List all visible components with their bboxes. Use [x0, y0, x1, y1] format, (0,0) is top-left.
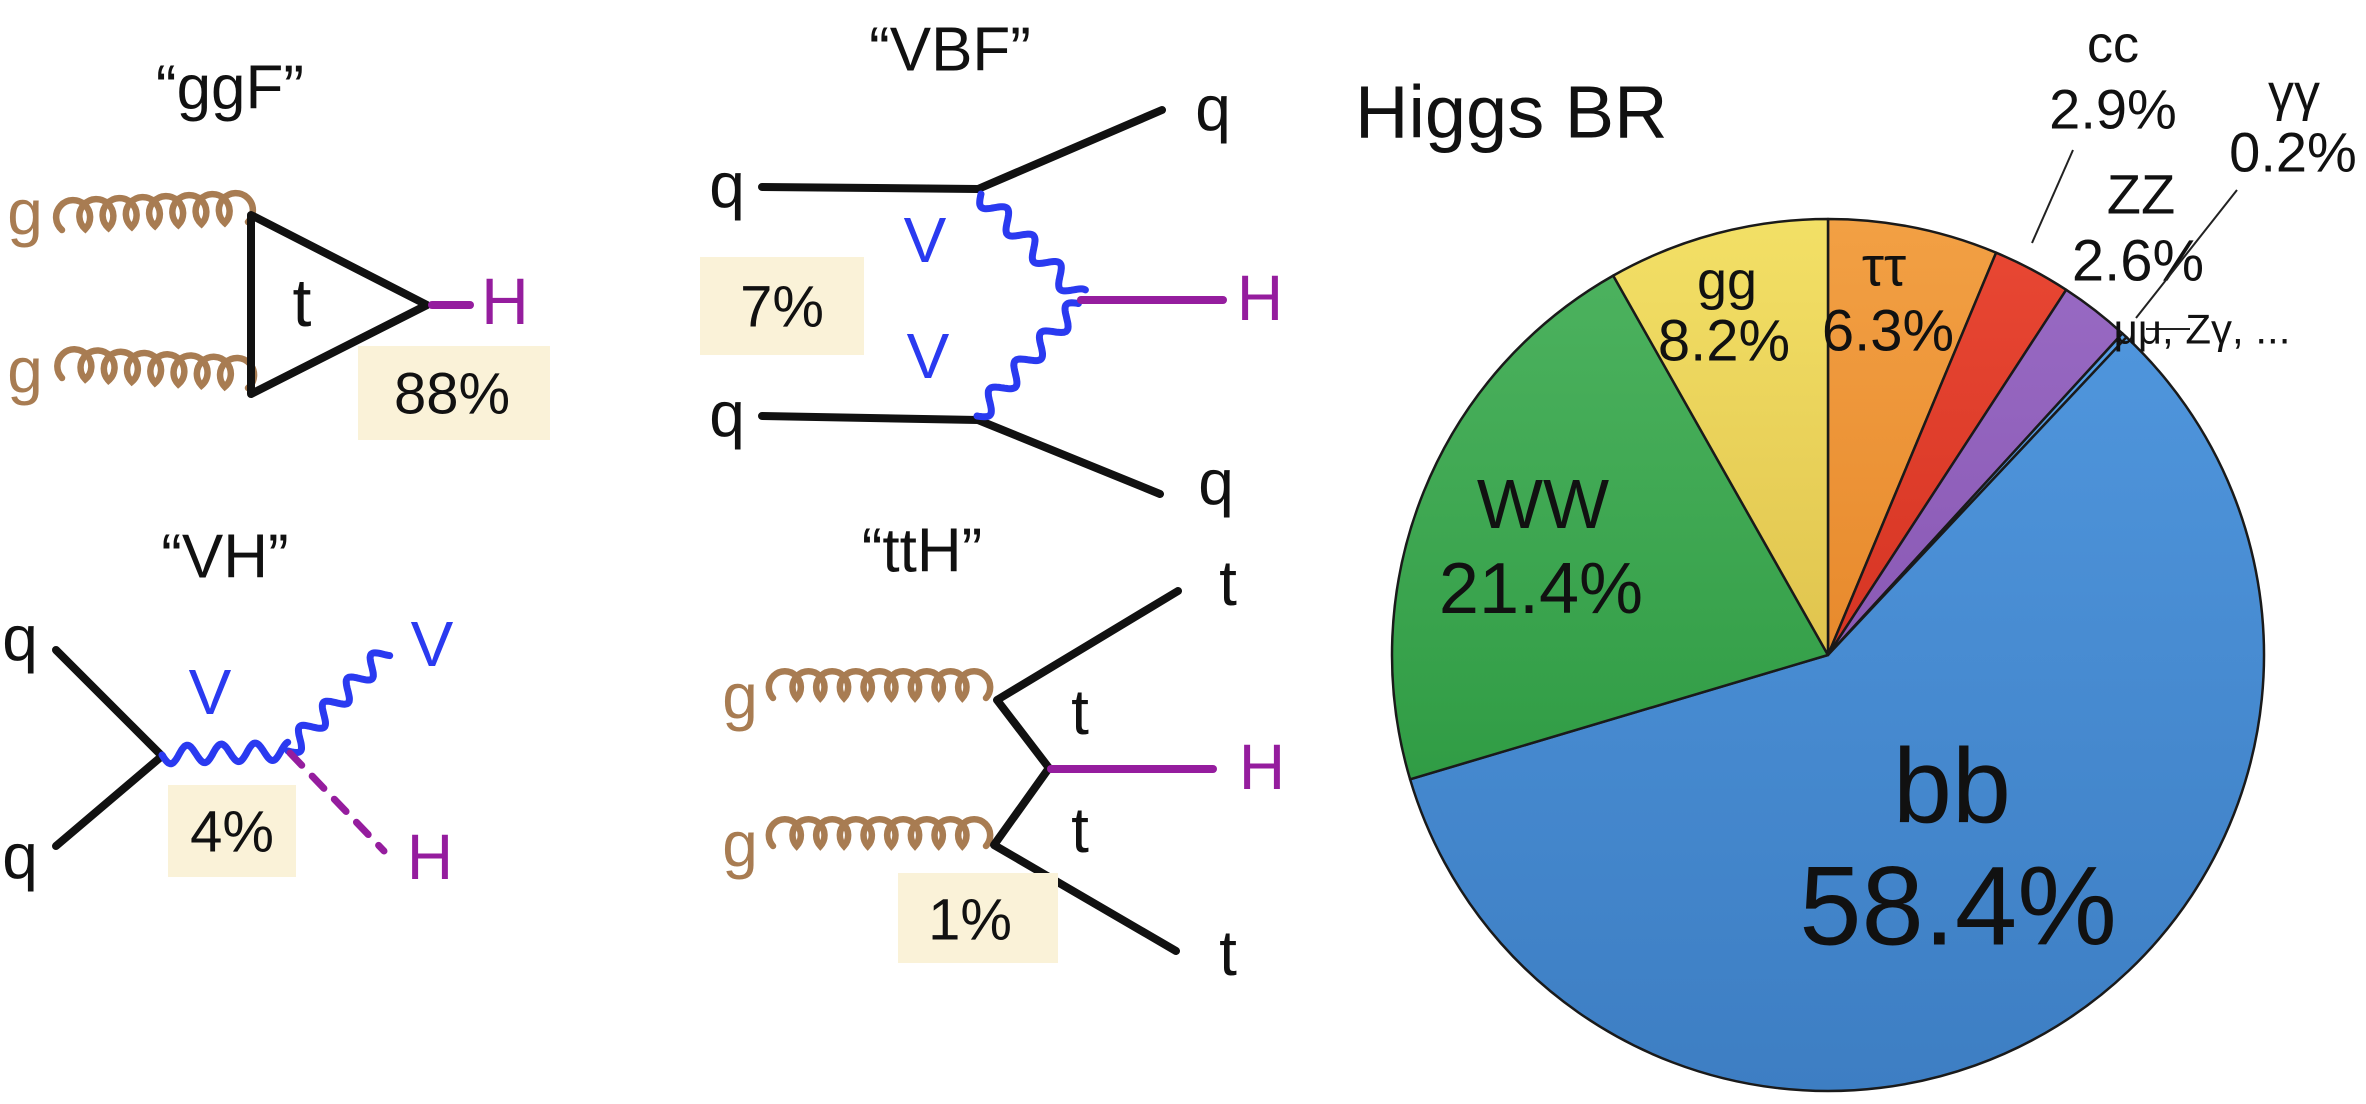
pie-label-bb: bb [1893, 727, 2011, 845]
quark-label: q [2, 602, 38, 674]
quark-label: q [709, 149, 745, 221]
boson-label: V [411, 608, 454, 680]
pie-slice-gg [1611, 217, 1830, 657]
boson-wave [158, 738, 292, 768]
top-label: t [1071, 676, 1089, 748]
share-badge [358, 346, 550, 440]
quark-line [758, 412, 1164, 498]
higgs-label: H [1237, 262, 1283, 334]
gluon-label: g [7, 176, 43, 248]
pie-label-cc: cc [2087, 16, 2139, 74]
pie-pct-ww: 21.4% [1439, 549, 1643, 629]
top-label: t [1219, 917, 1237, 989]
quark-line [52, 646, 166, 760]
leader-line-gammagamma [2135, 189, 2238, 319]
quark-label: q [2, 820, 38, 892]
boson-label: V [904, 204, 947, 276]
share-badge [898, 873, 1058, 963]
pie-pct-gg: 8.2% [1658, 309, 1790, 374]
diagram-vbf: “VBF” q q q q V V H 7% [700, 16, 1283, 518]
boson-wave [284, 649, 394, 757]
pie-pct-zz: 2.6% [2072, 229, 2204, 294]
boson-label: V [907, 320, 950, 392]
top-label: t [1071, 794, 1089, 866]
quark-line [52, 752, 166, 850]
share-value: 7% [740, 275, 824, 340]
chart-title: Higgs BR [1355, 71, 1668, 154]
gluon-label: g [722, 660, 758, 732]
boson-label: V [189, 656, 232, 728]
gluon-coil [765, 668, 994, 703]
share-value: 88% [394, 362, 510, 427]
pie-slice-tautau [1826, 217, 1998, 657]
gluon-coil [765, 816, 994, 851]
share-badge [168, 785, 296, 877]
top-loop-triangle [247, 211, 431, 398]
diagram-title-ggf: “ggF” [156, 54, 304, 123]
loop-particle-label: t [293, 265, 312, 341]
gluon-coil [52, 189, 257, 234]
diagram-title-tth: “ttH” [862, 517, 983, 586]
share-value: 4% [190, 800, 274, 865]
pie-pct-tautau: 6.3% [1822, 299, 1954, 364]
share-badge [700, 257, 864, 355]
share-value: 1% [928, 888, 1012, 953]
boson-wave [973, 299, 1082, 421]
gluon-coil [54, 346, 258, 392]
pie-label-gg: gg [1697, 251, 1757, 311]
pie-slice-bb [1408, 335, 2266, 1093]
pie-pct-gammagamma: 0.2% [2229, 121, 2357, 184]
quark-label: q [1198, 446, 1234, 518]
diagram-title-vbf: “VBF” [869, 16, 1031, 85]
higgs-dashed-line [286, 749, 388, 855]
pie-label-zz: ZZ [2107, 163, 2175, 226]
pie-label-ww: WW [1477, 465, 1609, 543]
pie-pct-bb: 58.4% [1799, 844, 2117, 969]
boson-wave [976, 190, 1089, 295]
annotation-rare-modes: μμ, Zγ, ... [2114, 306, 2291, 353]
leader-line-cc [2031, 149, 2074, 244]
gluon-label: g [7, 334, 43, 406]
diagram-ggf: “ggF” g g t H 88% [7, 54, 550, 440]
diagram-tth: “ttH” g g t t t t H 1% [722, 517, 1285, 990]
diagram-title-vh: “VH” [161, 523, 288, 592]
pie-slice-ww [1390, 274, 1830, 781]
higgs-label: H [1239, 731, 1285, 803]
quark-line [758, 106, 1166, 193]
diagram-vh: “VH” q q V V H 4% [2, 523, 453, 894]
pie-pct-cc: 2.9% [2049, 78, 2177, 141]
quark-label: q [1195, 72, 1231, 144]
higgs-label: H [481, 264, 529, 338]
pie-label-tautau: ττ [1862, 235, 1906, 298]
top-label: t [1219, 547, 1237, 619]
gluon-label: g [722, 808, 758, 880]
quark-label: q [709, 378, 745, 450]
higgs-label: H [407, 821, 453, 893]
pie-label-gammagamma: γγ [2268, 64, 2320, 122]
